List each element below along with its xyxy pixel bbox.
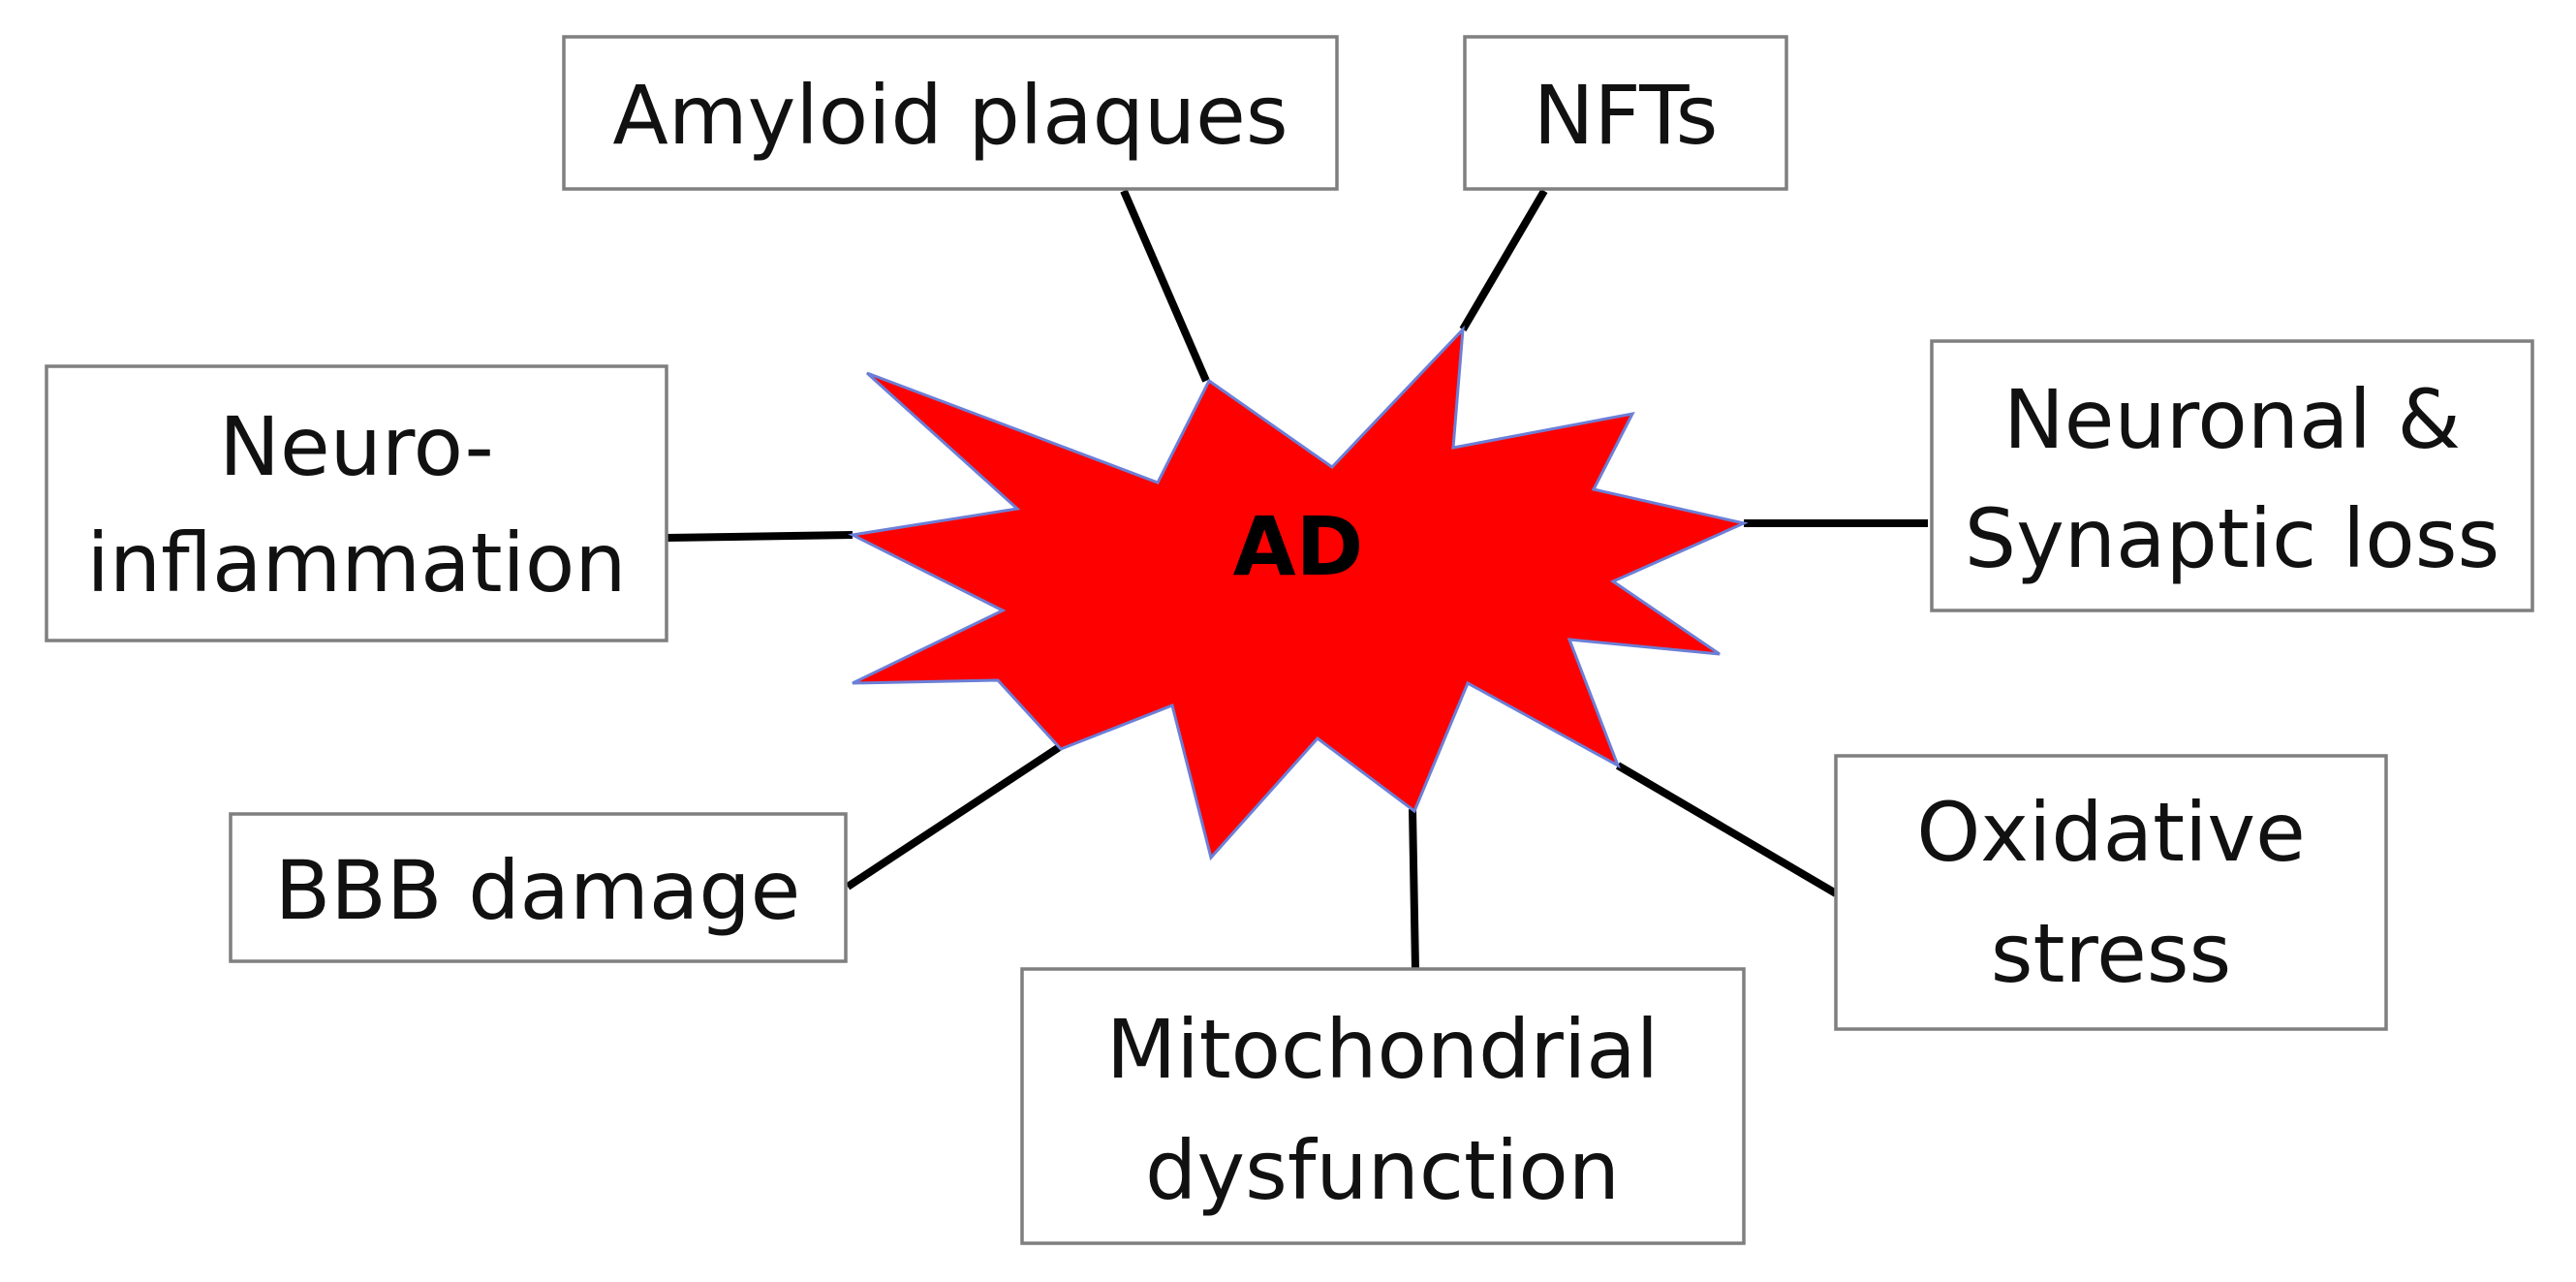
factor-label-line2: stress (1991, 906, 2232, 1001)
factor-label: Amyloid plaques (612, 68, 1288, 163)
factor-label-line2: dysfunction (1145, 1123, 1620, 1218)
connector-oxidative (1615, 762, 1839, 897)
connector-nfts (1459, 188, 1548, 332)
factor-label-line1: Mitochondrial (1106, 1002, 1659, 1097)
factor-box (1463, 35, 1788, 191)
factor-neuronal-synaptic-loss: Neuronal & Synaptic loss (1930, 339, 2534, 612)
ad-center-label: AD (1233, 499, 1364, 594)
connector-bbb (845, 742, 1064, 891)
connector-neuroinflammation (666, 531, 853, 542)
factor-mitochondrial-dysfunction: Mitochondrial dysfunction (1020, 967, 1746, 1245)
factor-box (1834, 754, 2388, 1031)
factor-label: NFTs (1534, 68, 1719, 163)
ad-starburst (848, 325, 1749, 861)
factor-box (45, 364, 668, 642)
factor-bbb-damage: BBB damage (229, 812, 848, 963)
factor-box (229, 812, 848, 963)
factor-label-line1: Oxidative (1916, 785, 2306, 880)
connector-amyloid (1120, 189, 1210, 383)
factor-box (1020, 967, 1746, 1245)
factor-label-line2: Synaptic loss (1965, 491, 2499, 586)
factor-box (562, 35, 1339, 191)
connector-lines (666, 188, 1928, 970)
factor-label-line2: inflammation (87, 516, 627, 610)
factor-label: BBB damage (275, 843, 801, 938)
factor-neuroinflammation: Neuro- inflammation (45, 364, 668, 642)
factor-oxidative-stress: Oxidative stress (1834, 754, 2388, 1031)
factor-label-line1: Neuronal & (2003, 372, 2461, 467)
factor-box (1930, 339, 2534, 612)
factor-nfts: NFTs (1463, 35, 1788, 191)
connector-mitochondrial (1409, 808, 1419, 970)
factor-amyloid-plaques: Amyloid plaques (562, 35, 1339, 191)
factor-label-line1: Neuro- (219, 399, 494, 494)
